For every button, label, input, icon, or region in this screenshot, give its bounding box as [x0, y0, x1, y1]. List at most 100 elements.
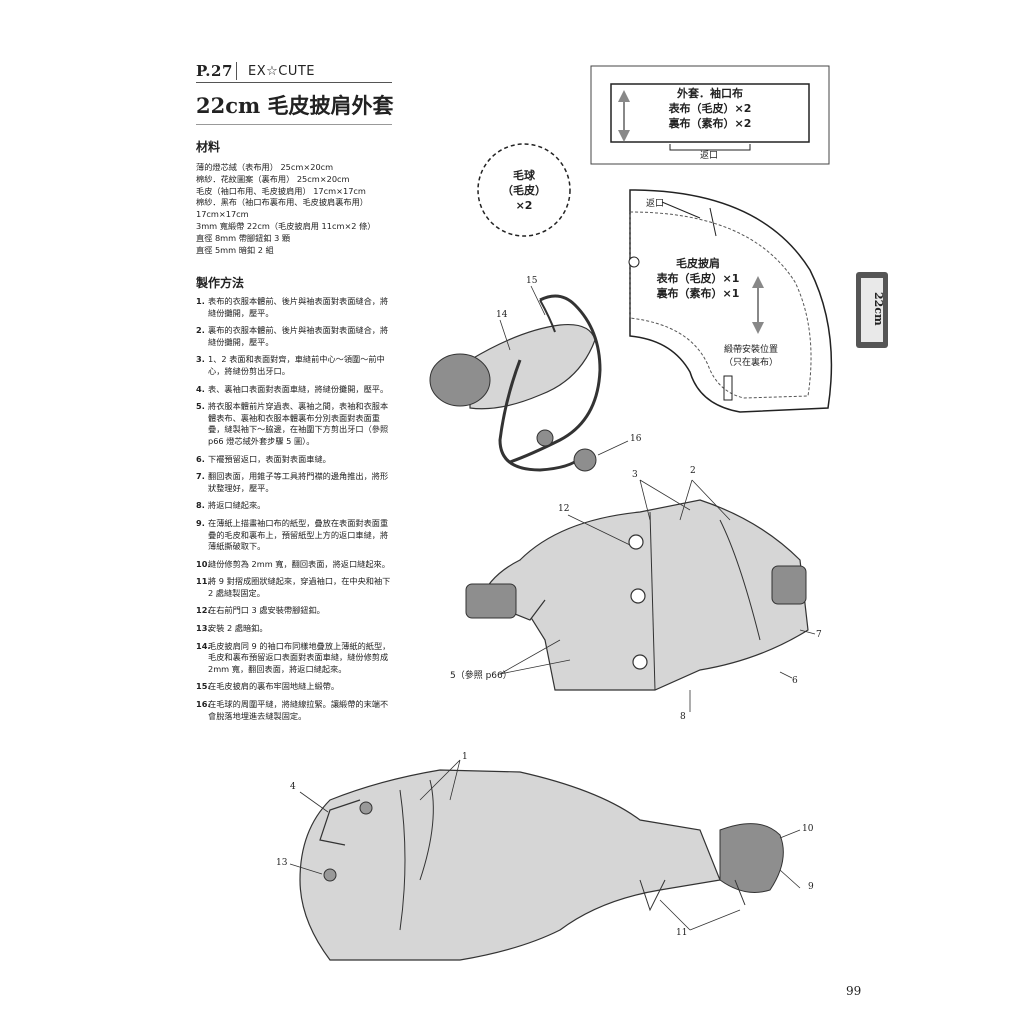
page-number: 99 [846, 984, 862, 998]
step-number: 11. [196, 576, 211, 587]
pompom-title: 毛球 [513, 169, 535, 182]
step-text: 縫份修剪為 2mm 寬，翻回表面，將返口縫起來。 [208, 558, 390, 569]
method-step: 5.將衣服本體前片穿過表、裏袖之間，表袖和衣服本體表布、裏袖和衣服本體裏布分別表… [196, 401, 396, 447]
ribbon-note-line: 緞帶安裝位置 [723, 345, 778, 355]
step-text: 下襬預留返口，表面對表面車縫。 [208, 453, 331, 464]
step-number: 16. [196, 699, 211, 710]
snap-button [359, 801, 373, 815]
step-number: 3. [196, 354, 205, 365]
method-step: 2.裏布的衣服本體前、後片與袖表面對表面縫合，將縫份攤開，壓平。 [196, 325, 396, 348]
step-text: 表、裏袖口表面對表面車縫，將縫份攤開，壓平。 [208, 383, 389, 394]
step-text: 將 9 對摺成圈狀縫起來，穿過袖口，在中央和袖下 2 處縫製固定。 [208, 576, 391, 598]
title-rule [196, 124, 392, 125]
method-steps: 1.表布的衣服本體前、後片與袖表面對表面縫合，將縫份攤開，壓平。 2.裏布的衣服本… [196, 296, 396, 728]
cuff-pattern-piece [610, 83, 810, 143]
callout-10: 10 [802, 824, 814, 834]
step-text: 在毛皮披肩的裏布牢固地縫上緞帶。 [208, 681, 340, 692]
material-item: 毛皮（袖口布用、毛皮披肩用） 17cm×17cm [196, 185, 366, 196]
button [632, 654, 648, 670]
step-number: 2. [196, 325, 205, 336]
material-item: 17cm×17cm [196, 209, 249, 220]
cape-pattern-label: 毛皮披肩 表布（毛皮）×1 裏布（素布）×1 [640, 256, 756, 301]
material-item: 直徑 8mm 帶腳鈕釦 3 顆 [196, 232, 291, 243]
method-step: 10.縫份修剪為 2mm 寬，翻回表面，將返口縫起來。 [196, 559, 396, 571]
cuff-pattern-label: 外套．袖口布 表布（毛皮）×2 裏布（素布）×2 [611, 86, 809, 131]
button [628, 534, 644, 550]
series-name: EX☆CUTE [248, 64, 316, 79]
step-number: 10. [196, 558, 211, 569]
pompom-large [573, 448, 597, 472]
callout-14: 14 [496, 310, 508, 320]
cape-outer: 表布（毛皮）×1 [656, 272, 740, 285]
callout-11: 11 [676, 928, 688, 938]
header-divider [236, 62, 237, 80]
method-step: 9.在薄紙上描畫袖口布的紙型，疊放在表面對表面重疊的毛皮和裏布上，預留紙型上方的… [196, 518, 396, 553]
callout-6: 6 [792, 676, 798, 686]
material-item: 棉紗．黑布（袖口布裏布用、毛皮披肩裏布用） [196, 197, 368, 208]
material-item: 棉紗．花紋圖案（裏布用） 25cm×20cm [196, 173, 350, 184]
cape-title: 毛皮披肩 [676, 257, 720, 270]
step-number: 12. [196, 605, 211, 616]
step-number: 8. [196, 500, 205, 511]
cape-lining: 裏布（素布）×1 [656, 287, 740, 300]
callout-15: 15 [526, 276, 538, 286]
callout-4: 4 [290, 782, 296, 792]
front-left-fur-cuff [465, 583, 517, 619]
material-item: 3mm 寬緞帶 22cm（毛皮披肩用 11cm×2 條） [196, 220, 376, 231]
callout-16: 16 [630, 434, 642, 444]
step-text: 安裝 2 處暗釦。 [208, 623, 268, 634]
cuff-outer: 表布（毛皮）×2 [668, 102, 752, 115]
method-step: 3.1、2 表面和表面對齊，車縫前中心～領圍～前中心，將縫份剪出牙口。 [196, 354, 396, 377]
step-number: 14. [196, 640, 211, 651]
step-number: 13. [196, 623, 211, 634]
method-step: 7.翻回表面，用錐子等工具將門襟的邊角推出，將形狀整理好，壓平。 [196, 471, 396, 494]
method-step: 1.表布的衣服本體前、後片與袖表面對表面縫合，將縫份攤開，壓平。 [196, 296, 396, 319]
cape-fur-collar [429, 353, 491, 407]
method-step: 13.安裝 2 處暗釦。 [196, 623, 396, 635]
step-text: 在薄紙上描畫袖口布的紙型，疊放在表面對表面重疊的毛皮和裏布上，預留紙型上方的返口… [208, 517, 389, 552]
step-number: 9. [196, 517, 205, 528]
material-item: 薄的燈芯絨（表布用） 25cm×20cm [196, 162, 334, 172]
step-number: 7. [196, 471, 205, 482]
snap-button [323, 868, 337, 882]
cuff-opening-label: 返口 [700, 151, 719, 161]
method-step: 11.將 9 對摺成圈狀縫起來，穿過袖口，在中央和袖下 2 處縫製固定。 [196, 576, 396, 599]
step-text: 在毛球的周圍平縫，將縫線拉緊。讓緞帶的末端不會脫落地埋進去縫製固定。 [208, 699, 389, 721]
side-tab-label: 22cm [872, 292, 885, 326]
step-text: 在右前門口 3 處安裝帶腳鈕釦。 [208, 605, 325, 616]
callout-13: 13 [276, 858, 288, 868]
method-heading: 製作方法 [196, 276, 245, 290]
back-fur-cuff [719, 823, 784, 893]
material-item: 直徑 5mm 暗釦 2 組 [196, 244, 274, 255]
callout-12: 12 [558, 504, 570, 514]
cape-opening-label: 返口 [646, 199, 665, 209]
cuff-pattern-frame [590, 65, 830, 165]
step-text: 將衣服本體前片穿過表、裏袖之間，表袖和衣服本體表布、裏袖和衣服本體裏布分別表面對… [208, 401, 389, 446]
pompom-pattern-label: 毛球 （毛皮） ×2 [488, 168, 560, 213]
header-rule [196, 82, 392, 83]
method-step: 6.下襬預留返口，表面對表面車縫。 [196, 454, 396, 466]
front-coat-illustration [519, 499, 809, 691]
cuff-title: 外套．袖口布 [677, 87, 743, 100]
step-text: 1、2 表面和表面對齊，車縫前中心～領圍～前中心，將縫份剪出牙口。 [208, 354, 385, 376]
callout-5-ref: 5（參照 p66） [450, 671, 512, 681]
pompom-qty: ×2 [515, 199, 533, 212]
method-step: 15.在毛皮披肩的裏布牢固地縫上緞帶。 [196, 681, 396, 693]
ribbon-position-note: 緞帶安裝位置 （只在裏布） [716, 342, 786, 368]
size-side-tab: 22cm [856, 272, 888, 348]
method-step: 4.表、裏袖口表面對表面車縫，將縫份攤開，壓平。 [196, 384, 396, 396]
callout-8: 8 [680, 712, 686, 722]
method-step: 12.在右前門口 3 處安裝帶腳鈕釦。 [196, 605, 396, 617]
step-number: 15. [196, 681, 211, 692]
cuff-lining: 裏布（素布）×2 [668, 117, 752, 130]
step-text: 將返口縫起來。 [208, 500, 266, 511]
step-text: 表布的衣服本體前、後片與袖表面對表面縫合，將縫份攤開，壓平。 [208, 296, 389, 318]
method-step: 8.將返口縫起來。 [196, 500, 396, 512]
cape-pattern-piece [629, 189, 833, 413]
step-text: 毛皮披肩同 9 的袖口布同樣地疊放上薄紙的紙型，毛皮和裏布預留返口表面對表面車縫… [208, 640, 391, 674]
materials-list: 薄的燈芯絨（表布用） 25cm×20cm 棉紗．花紋圖案（裏布用） 25cm×2… [196, 162, 396, 256]
page-title: 22cm 毛皮披肩外套 [196, 93, 394, 118]
callout-3: 3 [632, 470, 638, 480]
page-reference: P.27 [196, 62, 233, 80]
